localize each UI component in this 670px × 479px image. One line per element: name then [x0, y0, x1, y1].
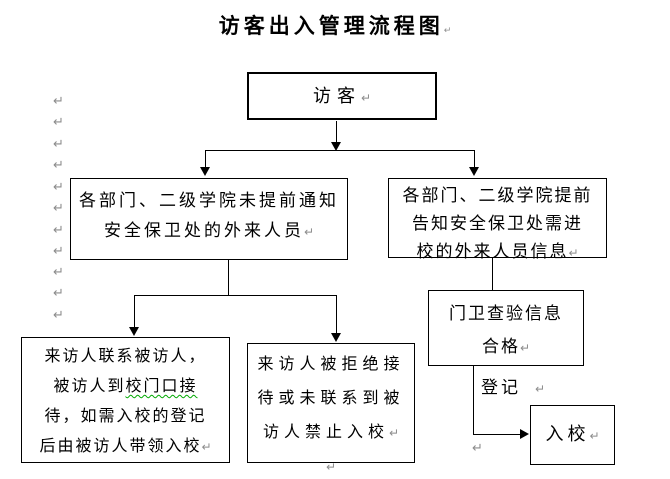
- node-informed-visitors[interactable]: 各部门、二级学院提前 告知安全保卫处需进 校的外来人员信息↵: [388, 178, 607, 261]
- line-break-mark-icon: ↵: [53, 286, 64, 301]
- line-break-mark-icon: ↵: [388, 426, 400, 440]
- node-contact-line2: 被访人到校门口接: [53, 378, 198, 395]
- connector-guard-right: [473, 434, 521, 435]
- node-uninformed-visitors[interactable]: 各部门、二级学院未提前通知 安全保卫处的外来人员↵: [70, 178, 348, 260]
- line-break-mark-icon: ↵: [472, 441, 483, 456]
- line-break-mark-icon: ↵: [53, 180, 64, 195]
- node-refused-line3: 访人禁止入校↵: [262, 424, 400, 441]
- connector-to-informed: [474, 150, 475, 168]
- arrowhead-down-icon: [129, 327, 139, 336]
- connector-to-contact: [134, 295, 135, 328]
- line-break-mark-icon: ↵: [519, 341, 531, 355]
- line-break-mark-icon: ↵: [53, 94, 64, 109]
- node-contact-host[interactable]: 来访人联系被访人， 被访人到校门口接 待，如需入校的登记 后由被访人带领入校↵: [21, 337, 230, 463]
- connector-guard-down: [473, 365, 474, 435]
- connector-uninformed-down: [228, 259, 229, 295]
- line-break-mark-icon: ↵: [53, 201, 64, 216]
- line-break-mark-icon: ↵: [325, 460, 337, 474]
- connector-informed-to-guard: [492, 257, 493, 290]
- connector-split-top: [205, 150, 475, 151]
- node-contact-line3: 待，如需入校的登记: [44, 408, 207, 425]
- page-title-text: 访客出入管理流程图: [218, 14, 444, 38]
- line-break-mark-icon: ↵: [53, 137, 64, 152]
- node-visitor-label: 访客: [312, 86, 361, 106]
- arrowhead-down-icon: [331, 142, 341, 151]
- arrowhead-down-icon: [200, 167, 210, 176]
- node-guard-line2: 合格↵: [481, 337, 531, 356]
- node-uninformed-line2: 安全保卫处的外来人员↵: [103, 221, 315, 240]
- line-break-mark-icon: ↵: [53, 158, 64, 173]
- node-refused-line1: 来访人被拒绝接: [257, 356, 405, 373]
- node-contact-line4: 后由被访人带领入校↵: [39, 438, 212, 455]
- arrowhead-right-icon: [520, 429, 529, 439]
- line-break-mark-icon: ↵: [53, 308, 64, 323]
- node-enter-campus[interactable]: 入校↵: [530, 405, 615, 465]
- page-title: 访客出入管理流程图↵: [0, 10, 670, 40]
- paragraph-mark-icon: ↵: [443, 26, 452, 36]
- node-informed-line2: 告知安全保卫处需进: [412, 214, 583, 233]
- connector-split-bottom: [134, 295, 337, 296]
- line-break-mark-icon: ↵: [568, 246, 579, 260]
- line-break-mark-icon: ↵: [201, 440, 212, 454]
- line-break-mark-icon: ↵: [535, 382, 546, 396]
- line-break-mark-icon: ↵: [53, 223, 64, 238]
- line-break-mark-icon: ↵: [53, 265, 64, 280]
- line-break-mark-icon: ↵: [589, 429, 600, 443]
- node-refused-line2: 待或未联系到被: [257, 390, 405, 407]
- connector-visitor-down: [336, 121, 337, 143]
- node-informed-line3: 校的外来人员信息↵: [416, 242, 579, 261]
- line-break-mark-icon: ↵: [303, 225, 315, 239]
- node-refused-empty-line: ↵: [248, 450, 414, 479]
- line-break-mark-icon: ↵: [53, 115, 64, 130]
- grammar-check-underline: 校门口接: [125, 378, 198, 395]
- node-enter-label: 入校: [545, 424, 590, 444]
- arrowhead-down-icon: [331, 333, 341, 342]
- node-uninformed-line1: 各部门、二级学院未提前通知: [79, 191, 339, 210]
- node-visitor[interactable]: 访客↵: [247, 72, 437, 120]
- arrowhead-down-icon: [469, 167, 479, 176]
- connector-to-uninformed: [205, 150, 206, 168]
- node-guard-line1: 门卫查验信息: [449, 304, 563, 323]
- connector-to-refused: [336, 295, 337, 334]
- line-break-mark-icon: ↵: [360, 91, 372, 105]
- node-contact-line1: 来访人联系被访人，: [44, 348, 207, 365]
- node-guard-check[interactable]: 门卫查验信息 合格↵: [428, 290, 584, 366]
- node-informed-line1: 各部门、二级学院提前: [402, 186, 593, 205]
- line-break-mark-icon: ↵: [53, 244, 64, 259]
- edge-label-register: 登记↵: [481, 378, 546, 397]
- node-refused-entry[interactable]: 来访人被拒绝接 待或未联系到被 访人禁止入校↵ ↵: [247, 343, 415, 474]
